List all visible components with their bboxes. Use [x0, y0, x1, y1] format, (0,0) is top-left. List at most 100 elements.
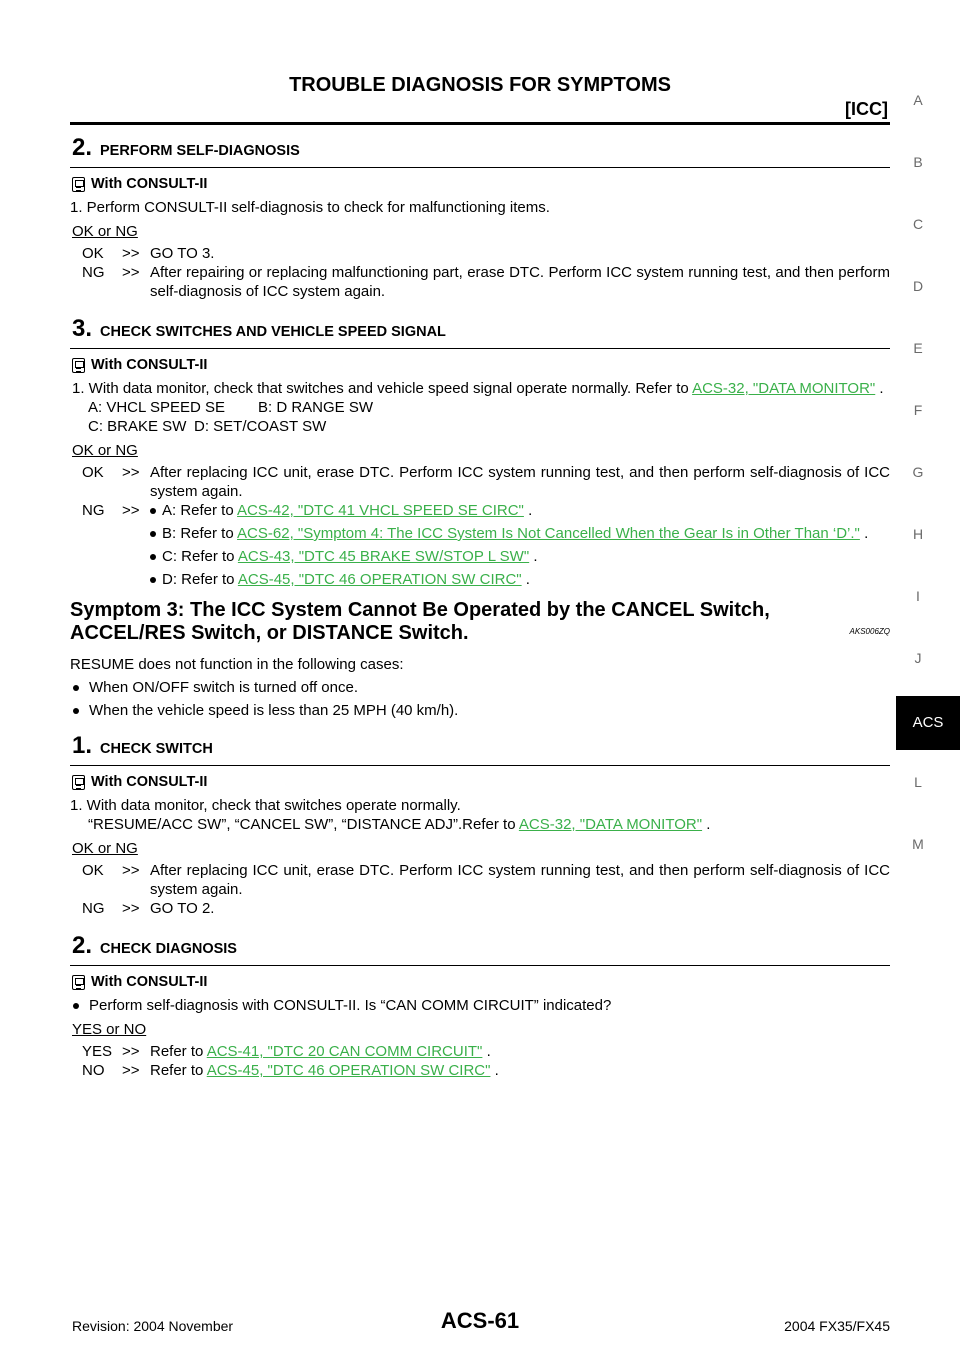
symptom-intro: RESUME does not function in the followin… — [70, 656, 404, 673]
result-ok: OK >> After replacing ICC unit, erase DT… — [82, 463, 890, 501]
consult-device-icon — [72, 774, 85, 790]
result-text: After repairing or replacing malfunction… — [150, 264, 890, 300]
monitor-item-a: A: VHCL SPEED SE — [88, 399, 225, 416]
instruction-end: . — [879, 380, 884, 397]
ok-or-ng-label: OK or NG — [72, 223, 138, 240]
result-arrow: >> — [122, 502, 140, 519]
consult-device-icon — [72, 974, 85, 990]
list-item: D: Refer to ACS-45, "DTC 46 OPERATION SW… — [150, 570, 890, 589]
index-tab-acs[interactable]: ACS — [896, 696, 960, 750]
result-code: OK — [82, 464, 104, 481]
index-letter-b[interactable]: B — [913, 154, 923, 170]
index-letter-c[interactable]: C — [912, 216, 924, 232]
index-letter-h[interactable]: H — [912, 526, 924, 542]
refer-suffix: . — [525, 571, 530, 588]
list-item: C: Refer to ACS-43, "DTC 45 BRAKE SW/STO… — [150, 547, 890, 566]
consult-device-icon — [72, 176, 85, 192]
footer-model: 2004 FX35/FX45 — [784, 1318, 890, 1334]
index-letter-e[interactable]: E — [913, 340, 923, 356]
page-number: ACS-61 — [440, 1308, 520, 1333]
symptom-heading: Symptom 3: The ICC System Cannot Be Oper… — [70, 599, 890, 645]
refer-suffix: . — [494, 1062, 499, 1079]
result-yes: YES >> Refer to ACS-41, "DTC 20 CAN COMM… — [82, 1042, 890, 1061]
list-item: Perform self-diagnosis with CONSULT-II. … — [70, 996, 890, 1015]
consult-device-icon — [72, 357, 85, 373]
result-arrow: >> — [122, 1062, 140, 1079]
result-ng: NG >> GO TO 2. — [82, 899, 890, 918]
result-arrow: >> — [122, 245, 140, 262]
main-content: 2. PERFORM SELF-DIAGNOSIS With CONSULT-I… — [70, 128, 890, 1080]
dtc-link[interactable]: ACS-45, "DTC 46 OPERATION SW CIRC" — [206, 1062, 491, 1079]
page-title: TROUBLE DIAGNOSIS FOR SYMPTOMS — [289, 74, 671, 96]
ng-refer-list: A: Refer to ACS-42, "DTC 41 VHCL SPEED S… — [150, 501, 890, 589]
index-letter-f[interactable]: F — [913, 402, 923, 418]
bullet-icon — [150, 531, 156, 537]
result-ok: OK >> After replacing ICC unit, erase DT… — [82, 861, 890, 899]
index-letter-d[interactable]: D — [912, 278, 924, 294]
ok-or-ng-label: OK or NG — [72, 442, 138, 459]
consult-text: With CONSULT-II — [91, 974, 208, 990]
step-title: PERFORM SELF-DIAGNOSIS — [100, 143, 300, 159]
result-ok: OK >> GO TO 3. — [82, 244, 890, 263]
bullet-icon — [73, 708, 79, 714]
result-code: OK — [82, 245, 104, 262]
yes-or-no-label: YES or NO — [72, 1021, 147, 1038]
instruction-end: . — [706, 816, 711, 833]
bullet-icon — [73, 685, 79, 691]
symptom-code: AKS006ZQ — [849, 627, 890, 636]
result-code: NO — [82, 1062, 105, 1079]
dtc-link[interactable]: ACS-41, "DTC 20 CAN COMM CIRCUIT" — [206, 1043, 483, 1060]
bullet-text: Perform self-diagnosis with CONSULT-II. … — [89, 997, 612, 1014]
step-number: 1. — [72, 732, 93, 759]
refer-prefix: Refer to — [150, 1043, 204, 1060]
refer-prefix: C: Refer to — [162, 548, 235, 565]
result-text: After replacing ICC unit, erase DTC. Per… — [150, 862, 890, 898]
consult-label: With CONSULT-II — [72, 357, 890, 373]
header-rule — [70, 122, 890, 125]
result-arrow: >> — [122, 1043, 140, 1060]
data-monitor-link[interactable]: ACS-32, "DATA MONITOR" — [692, 380, 876, 397]
index-letter-l[interactable]: L — [914, 774, 922, 790]
result-arrow: >> — [122, 264, 140, 281]
index-letter-a[interactable]: A — [913, 92, 923, 108]
dtc-link[interactable]: ACS-42, "DTC 41 VHCL SPEED SE CIRC" — [237, 502, 524, 519]
result-text: GO TO 2. — [150, 900, 215, 917]
result-text: GO TO 3. — [150, 245, 215, 262]
instruction: 1. Perform CONSULT-II self-diagnosis to … — [70, 199, 550, 216]
footer-revision: Revision: 2004 November — [72, 1318, 234, 1334]
data-monitor-link[interactable]: ACS-32, "DATA MONITOR" — [518, 816, 703, 833]
consult-label: With CONSULT-II — [72, 176, 890, 192]
result-arrow: >> — [122, 862, 140, 879]
monitor-item-d: D: SET/COAST SW — [194, 418, 327, 435]
refer-prefix: A: Refer to — [162, 502, 234, 519]
result-ng: NG >> A: Refer to ACS-42, "DTC 41 VHCL S… — [82, 501, 890, 589]
step-number: 3. — [72, 315, 93, 342]
result-code: OK — [82, 862, 104, 879]
step-number: 2. — [72, 932, 93, 959]
bullet-icon — [150, 577, 156, 583]
consult-text: With CONSULT-II — [91, 357, 208, 373]
dtc-link[interactable]: ACS-45, "DTC 46 OPERATION SW CIRC" — [237, 571, 522, 588]
list-item: B: Refer to ACS-62, "Symptom 4: The ICC … — [150, 524, 890, 543]
index-letter-j[interactable]: J — [914, 650, 922, 666]
index-letter-i[interactable]: I — [916, 588, 920, 604]
symptom-link[interactable]: ACS-62, "Symptom 4: The ICC System Is No… — [237, 525, 860, 542]
bullet-text: When the vehicle speed is less than 25 M… — [89, 702, 459, 719]
instruction: 1. With data monitor, check that switche… — [70, 797, 461, 814]
step-title: CHECK SWITCHES AND VEHICLE SPEED SIGNAL — [100, 324, 446, 340]
refer-suffix: . — [528, 502, 533, 519]
step-number: 2. — [72, 134, 93, 161]
step-heading: 3. CHECK SWITCHES AND VEHICLE SPEED SIGN… — [70, 315, 890, 349]
result-code: NG — [82, 502, 105, 519]
bullet-icon — [73, 1003, 79, 1009]
index-letter-m[interactable]: M — [912, 836, 924, 852]
result-arrow: >> — [122, 900, 140, 917]
step-title: CHECK SWITCH — [100, 741, 213, 757]
index-letter-g[interactable]: G — [912, 464, 924, 480]
list-item: When ON/OFF switch is turned off once. — [70, 678, 890, 697]
step-heading: 1. CHECK SWITCH — [70, 732, 890, 766]
bullet-text: When ON/OFF switch is turned off once. — [89, 679, 358, 696]
dtc-link[interactable]: ACS-43, "DTC 45 BRAKE SW/STOP L SW" — [237, 548, 530, 565]
ok-or-ng-label: OK or NG — [72, 840, 138, 857]
monitor-item-c: C: BRAKE SW — [88, 418, 187, 435]
